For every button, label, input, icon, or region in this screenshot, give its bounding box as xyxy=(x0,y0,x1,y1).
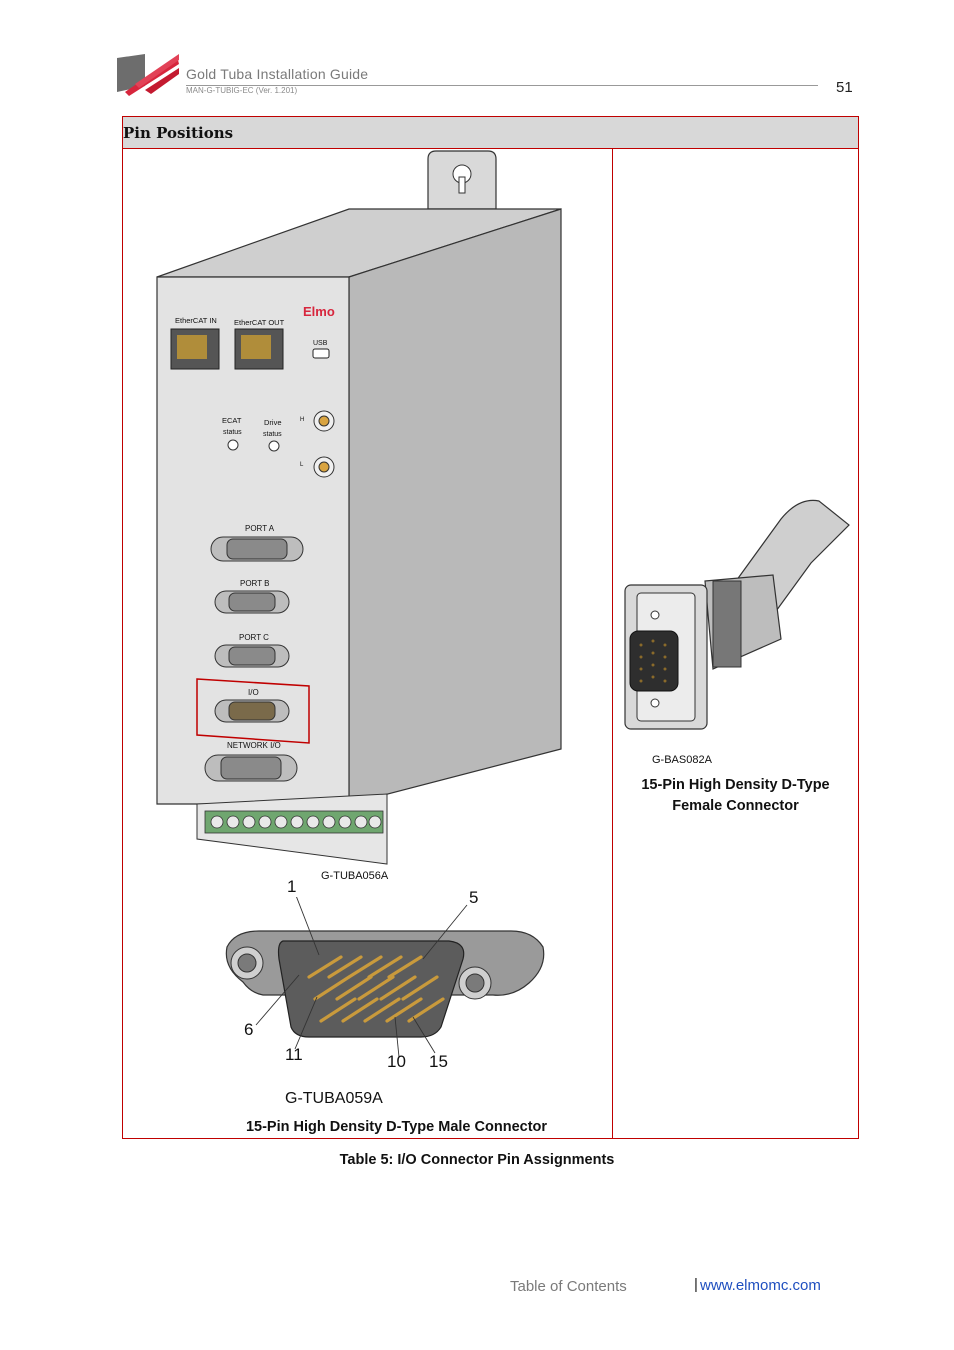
brand-label: Elmo xyxy=(303,304,335,319)
male-connector-cell: EtherCAT IN EtherCAT OUT Elmo USB ECAT s… xyxy=(122,148,613,1139)
connector-figure-label: G-TUBA059A xyxy=(285,1090,383,1107)
ecat-label: ECAT xyxy=(222,416,242,425)
elmo-logo xyxy=(117,54,179,96)
male-connector-caption: 15-Pin High Density D-Type Male Connecto… xyxy=(245,1119,548,1135)
male-connector-illustration xyxy=(225,897,545,1058)
female-connector-illustration xyxy=(624,499,850,730)
ecat-status-label: status xyxy=(223,429,242,436)
pin-number-15: 15 xyxy=(429,1052,448,1071)
pin-number-6: 6 xyxy=(244,1020,254,1039)
page-number: 51 xyxy=(836,79,853,96)
network-io-label: NETWORK I/O xyxy=(227,741,281,750)
table-caption: Table 5: I/O Connector Pin Assignments xyxy=(339,1152,615,1168)
female-connector-cell: G-BAS082A 15-Pin High Density D-Type Fem… xyxy=(612,148,859,1139)
header-rule xyxy=(186,85,818,86)
drive-illustration xyxy=(156,150,562,865)
document-title: Gold Tuba Installation Guide xyxy=(186,66,369,82)
pin-positions-table: Pin Positions xyxy=(122,116,859,1139)
female-caption-line1: 15-Pin High Density D-Type xyxy=(641,777,830,793)
pin-number-10: 10 xyxy=(387,1052,406,1071)
port-c-label: PORT C xyxy=(239,633,269,642)
device-figure-label: G-TUBA056A xyxy=(321,870,389,882)
drive-label: Drive xyxy=(264,418,282,427)
rotary-l-label: L xyxy=(300,462,304,468)
footer-separator: | xyxy=(694,1276,698,1293)
ethercat-in-label: EtherCAT IN xyxy=(175,316,217,325)
female-figure-label: G-BAS082A xyxy=(652,754,712,766)
pin-number-1: 1 xyxy=(287,877,297,896)
rotary-h-label: H xyxy=(300,417,305,423)
drive-status-label: status xyxy=(263,431,282,438)
ethercat-out-label: EtherCAT OUT xyxy=(234,318,285,327)
website-link[interactable]: www.elmomc.com xyxy=(700,1277,821,1294)
pin-number-5: 5 xyxy=(469,888,479,907)
io-label: I/O xyxy=(248,688,259,697)
port-a-label: PORT A xyxy=(245,524,275,533)
female-caption-line2: Female Connector xyxy=(672,798,799,814)
usb-label: USB xyxy=(313,340,328,347)
document-id: MAN-G-TUBIG-EC (Ver. 1.201) xyxy=(186,86,298,95)
pin-number-11: 11 xyxy=(285,1045,303,1064)
table-of-contents-link[interactable]: Table of Contents xyxy=(510,1278,627,1295)
port-b-label: PORT B xyxy=(240,579,270,588)
table-heading: Pin Positions xyxy=(122,116,859,149)
